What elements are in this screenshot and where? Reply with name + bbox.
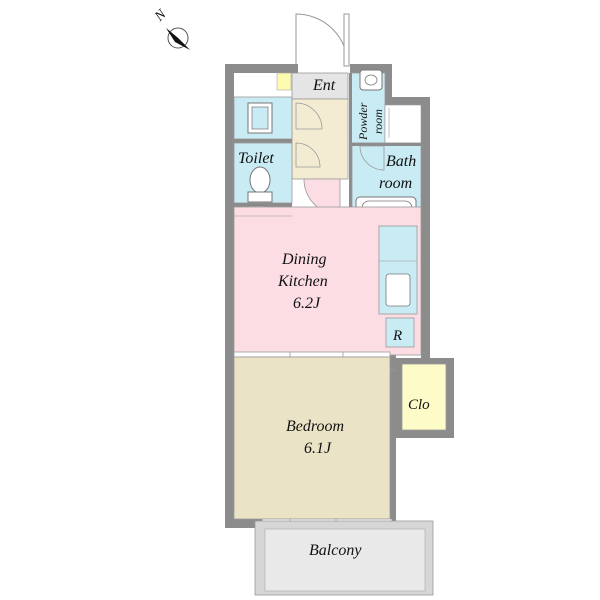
shoe-cabinet [276,72,292,91]
toilet-room: Toilet [233,142,293,217]
powder-room-label-1: Powder [356,102,370,141]
bedroom-label-2: 6.1J [304,440,332,457]
toilet-label: Toilet [238,150,274,167]
entrance-door [295,13,350,73]
sink-icon [359,69,383,91]
kitchen-counter [378,225,418,315]
entrance-label: Ent [312,77,336,94]
dining-kitchen-label-3: 6.2J [293,295,321,312]
balcony: Balcony [254,518,434,596]
balcony-label: Balcony [309,542,362,559]
bedroom-label-1: Bedroom [286,418,344,435]
bedroom-room: Bedroom 6.1J [233,356,391,520]
toilet-icon [247,166,273,203]
kitchen-sink-icon [385,273,411,307]
sliding-partition [233,351,391,358]
dining-kitchen-label-2: Kitchen [277,273,328,290]
north-arrow-icon: N [152,7,190,50]
refrigerator-label: R [392,328,402,344]
compass-letter: N [152,7,170,25]
dining-kitchen-label-1: Dining [281,251,326,268]
refrigerator-space: R [385,317,415,348]
closet: Clo [389,358,454,438]
entrance-area: Ent [276,72,349,216]
dining-kitchen-room: Dining Kitchen 6.2J R [233,206,422,356]
bath-label-2: room [379,175,412,192]
washroom-area [233,96,293,143]
bath-label-1: Bath [386,153,416,170]
powder-room-label-2: room [371,109,385,134]
closet-label: Clo [408,397,430,413]
powder-room: Powder room [349,69,422,223]
